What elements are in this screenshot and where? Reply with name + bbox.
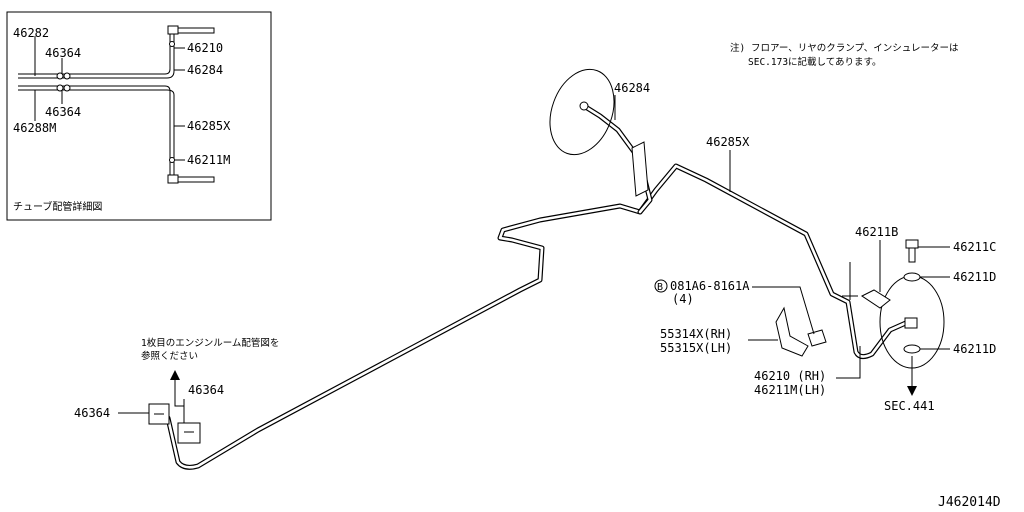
washer-46211D-top [903,272,921,282]
detail-label-46288M: 46288M [13,121,56,135]
label-46211D-bottom: 46211D [953,342,996,356]
bolt-marker-circle [654,279,668,293]
detail-label-46282: 46282 [13,26,49,40]
bolt-marker: B [657,282,663,293]
label-46285X: 46285X [706,135,750,149]
clip-46364-left [148,403,170,425]
detail-frame [6,11,272,221]
label-46211C: 46211C [953,240,996,254]
label-46284: 46284 [614,81,650,95]
clip-46364-right [177,422,201,444]
detail-label-46285X: 46285X [187,119,231,133]
label-sec441: SEC.441 [884,399,935,413]
bolt-081A6 [807,329,827,347]
detail-label-46284: 46284 [187,63,223,77]
tube-detail-inset: 46282 46364 46364 46288M 46210 46284 462… [6,11,272,221]
label-46210-rh: 46210 (RH) [754,369,826,383]
label-46364-left: 46364 [74,406,110,420]
bolt-46211C [905,239,919,263]
detail-tube-lower [18,85,171,178]
detail-label-46364-top: 46364 [45,46,81,60]
clip-46211B [861,289,891,309]
bracket-55314X [775,306,809,357]
engine-note-line-2: 参照ください [141,350,198,362]
label-46211M-lh: 46211M(LH) [754,383,826,397]
label-46211D-top: 46211D [953,270,996,284]
label-55314X: 55314X(RH) [660,327,732,341]
label-46211B: 46211B [855,225,898,239]
label-bolt-qty: (4) [672,292,694,306]
main-brake-tube [165,103,911,470]
note-line-1: 注) フロアー、リヤのクランプ、インシュレーターは [730,42,959,54]
label-46364-right: 46364 [188,383,224,397]
note-line-2: SEC.173に記載してあります。 [748,56,882,68]
label-bolt-part: 081A6-8161A [670,279,750,293]
washer-46211D-bottom [903,344,921,354]
detail-fitting-top [167,25,179,35]
engine-note-line-1: 1枚目のエンジンルーム配管図を [141,337,279,349]
detail-tube-upper [18,31,171,75]
detail-fitting-bottom [167,174,179,184]
tube-bracket-upper [631,141,649,197]
reference-code: J462014D [938,495,1001,510]
detail-label-46211M: 46211M [187,153,230,167]
detail-caption: チューブ配管詳細図 [13,200,102,213]
detail-label-46210: 46210 [187,41,223,55]
upper-connection-ellipse [549,68,615,156]
label-55315X: 55315X(LH) [660,341,732,355]
detail-label-46364-bottom: 46364 [45,105,81,119]
